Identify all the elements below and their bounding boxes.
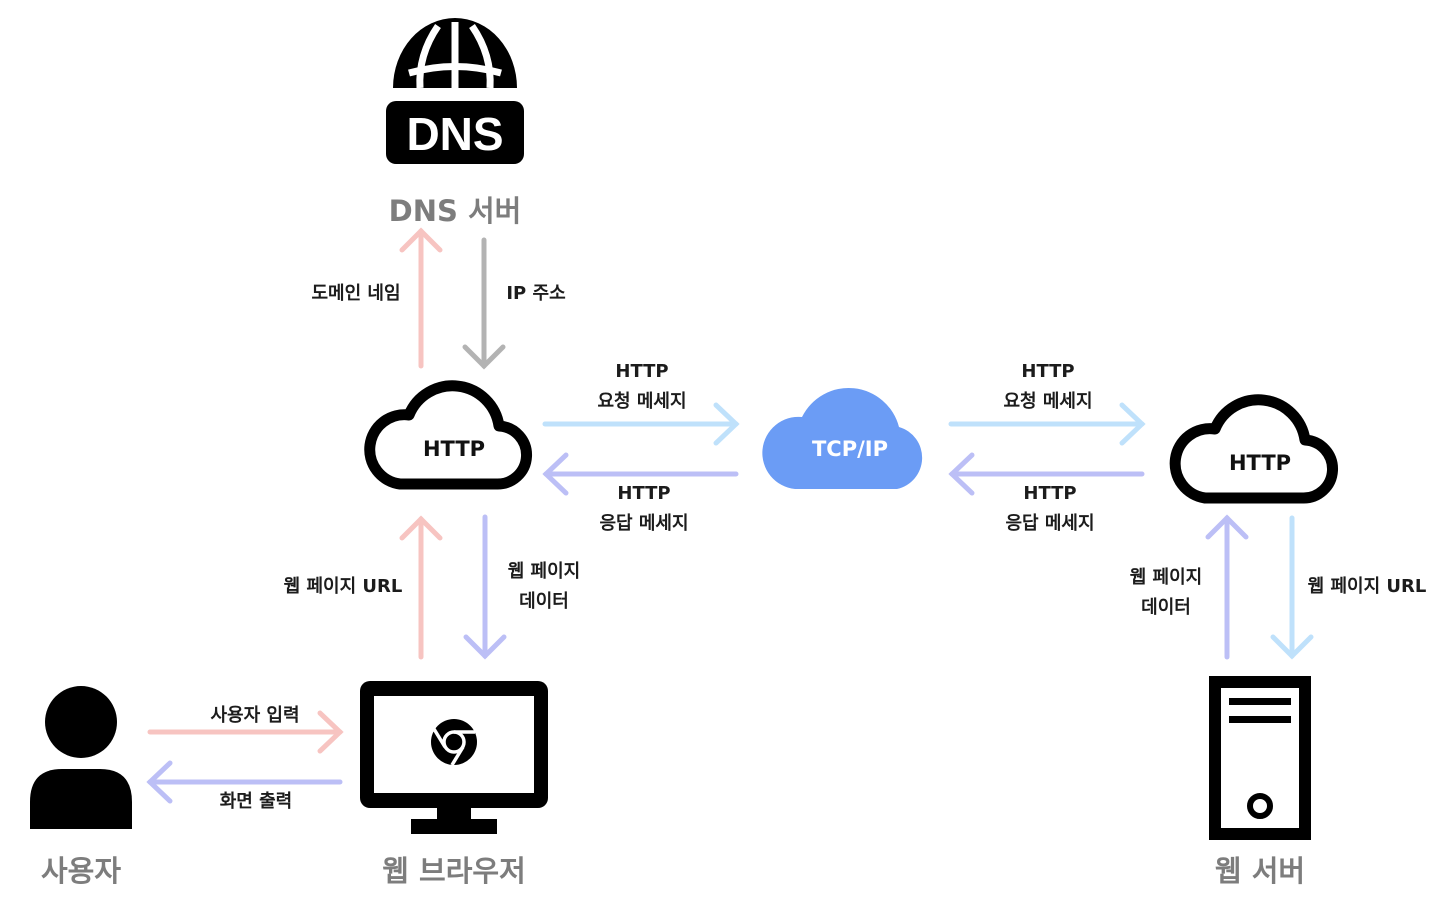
tcpip-label: TCP/IP [811, 437, 888, 461]
arrow-browser-data [463, 514, 507, 660]
label-request-right: HTTP 요청 메세지 [982, 357, 1114, 417]
label-ip-address: IP 주소 [506, 283, 566, 304]
label-browser-data-line2: 데이터 [519, 591, 569, 612]
browser-http-cloud [364, 380, 533, 490]
dns-server-icon: DNS [386, 18, 524, 164]
tcpip-cloud [762, 387, 923, 489]
label-request-right-line2: 요청 메세지 [1003, 391, 1093, 412]
chrome-icon [431, 719, 477, 766]
label-response-right-line1: HTTP [1023, 483, 1077, 504]
label-browser-data-line1: 웹 페이지 [507, 561, 581, 582]
arrow-ip-address [462, 237, 506, 370]
arrow-server-data [1205, 514, 1249, 660]
browser-title: 웹 브라우저 [382, 854, 526, 888]
user-icon [30, 686, 132, 829]
label-domain-name: 도메인 네임 [311, 283, 401, 304]
web-server-title: 웹 서버 [1214, 854, 1306, 888]
dns-icon-text: DNS [406, 108, 503, 160]
label-response-right: HTTP 응답 메세지 [984, 479, 1116, 539]
arrow-screen-output [146, 760, 343, 804]
arrow-server-url [1270, 515, 1314, 660]
label-response-right-line2: 응답 메세지 [1005, 513, 1095, 534]
label-request-right-line1: HTTP [1021, 361, 1075, 382]
label-request-left: HTTP 요청 메세지 [576, 357, 708, 417]
user-title: 사용자 [40, 854, 122, 888]
arrow-response-right [948, 452, 1145, 496]
arrow-user-input [147, 710, 344, 754]
label-screen-output: 화면 출력 [219, 791, 293, 812]
arrow-request-left [542, 402, 740, 446]
label-browser-data: 웹 페이지 데이터 [494, 557, 594, 617]
arrow-browser-url [399, 515, 443, 660]
label-response-left-line1: HTTP [617, 483, 671, 504]
label-server-data-line1: 웹 페이지 [1129, 567, 1203, 588]
arrow-domain-name [399, 227, 443, 369]
server-http-label: HTTP [1228, 451, 1292, 475]
arrow-request-right [948, 402, 1146, 446]
arrow-response-left [542, 452, 739, 496]
label-request-left-line2: 요청 메세지 [597, 391, 687, 412]
label-user-input: 사용자 입력 [210, 705, 300, 726]
server-tower-icon [1209, 676, 1311, 840]
dns-server-title: DNS 서버 [388, 194, 522, 228]
label-server-data-line2: 데이터 [1141, 597, 1191, 618]
label-server-data: 웹 페이지 데이터 [1114, 563, 1218, 623]
label-response-left: HTTP 응답 메세지 [578, 479, 710, 539]
label-response-left-line2: 응답 메세지 [599, 513, 689, 534]
label-server-url: 웹 페이지 URL [1307, 576, 1427, 597]
server-http-cloud [1169, 394, 1339, 504]
browser-http-label: HTTP [422, 437, 486, 461]
label-request-left-line1: HTTP [615, 361, 669, 382]
monitor-icon [360, 681, 548, 834]
label-browser-url: 웹 페이지 URL [283, 576, 403, 597]
